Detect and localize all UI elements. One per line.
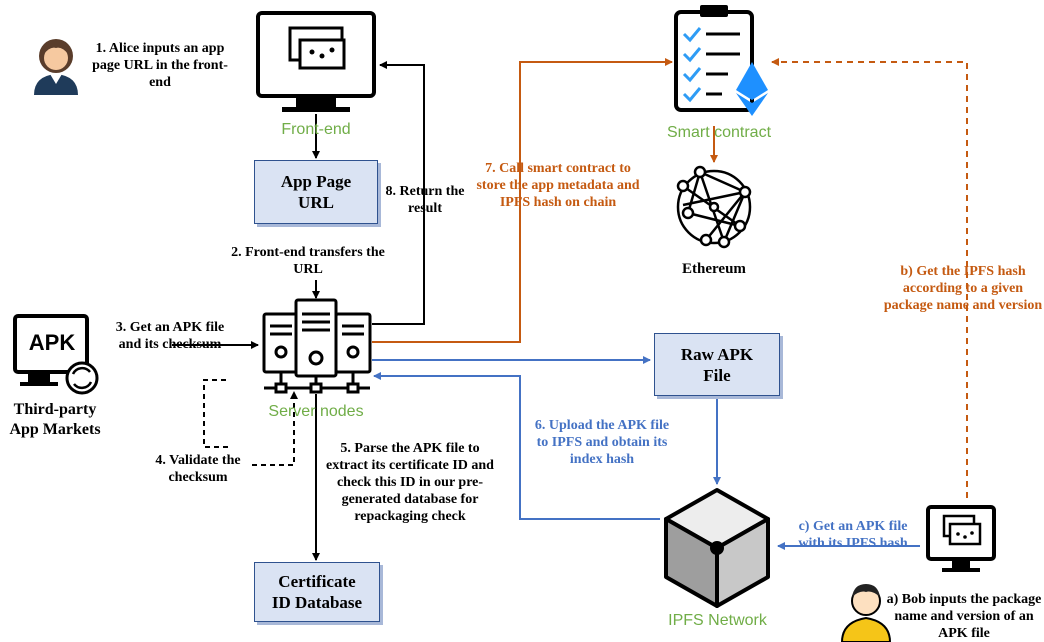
third-party-markets-label: Third-party App Markets bbox=[9, 401, 101, 438]
step-8-label: 8. Return the result bbox=[385, 184, 465, 216]
step-b-label: b) Get the IPFS hash according to a give… bbox=[883, 264, 1043, 313]
step-c-label: c) Get an APK file with its IPFS hash bbox=[798, 519, 908, 551]
black-arrows bbox=[172, 61, 425, 561]
frontend-monitor-icon bbox=[256, 11, 376, 112]
alice-avatar-icon bbox=[34, 39, 78, 95]
step-5-label: 5. Parse the APK file to extract its cer… bbox=[326, 441, 494, 524]
step-4-label: 4. Validate the checksum bbox=[155, 453, 241, 485]
smart-contract-icon bbox=[674, 5, 768, 116]
blue-arrows bbox=[372, 356, 920, 550]
server-nodes-icon bbox=[262, 298, 372, 394]
bob-avatar-icon bbox=[840, 584, 892, 642]
ethereum-network-icon bbox=[676, 165, 752, 249]
step-2-label: 2. Front-end transfers the URL bbox=[231, 245, 385, 277]
certificate-db-box: Certificate ID Database bbox=[254, 562, 380, 622]
step-a-label: a) Bob inputs the package name and versi… bbox=[886, 592, 1042, 641]
smart-contract-label: Smart contract bbox=[666, 124, 772, 141]
ipfs-cube-icon bbox=[664, 488, 770, 608]
ipfs-network-label: IPFS Network bbox=[668, 612, 767, 629]
apk-icon-text: APK bbox=[28, 330, 76, 355]
orange-arrows bbox=[372, 58, 968, 498]
server-nodes-label: Server nodes bbox=[268, 403, 364, 420]
app-page-url-box: App Page URL bbox=[254, 160, 378, 224]
step-1-label: 1. Alice inputs an app page URL in the f… bbox=[92, 41, 228, 90]
raw-apk-file-box: Raw APK File bbox=[654, 333, 780, 396]
bob-monitor-icon bbox=[926, 505, 996, 572]
step-7-label: 7. Call smart contract to store the app … bbox=[476, 161, 640, 210]
ethereum-label: Ethereum bbox=[682, 261, 746, 277]
frontend-label: Front-end bbox=[281, 121, 351, 138]
step-6-label: 6. Upload the APK file to IPFS and obtai… bbox=[534, 418, 670, 467]
step-3-label: 3. Get an APK file and its checksum bbox=[115, 320, 225, 352]
apk-market-icon bbox=[13, 314, 99, 395]
